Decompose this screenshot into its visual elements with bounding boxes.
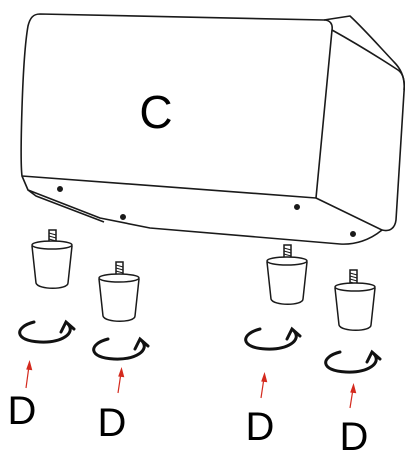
foot-1 <box>31 229 73 289</box>
cabinet-top-edge <box>323 15 405 91</box>
up-arrow-icon <box>349 382 357 409</box>
cabinet-label: C <box>139 86 172 138</box>
foot-label: D <box>8 389 37 433</box>
foot-top <box>266 256 308 266</box>
foot-screw-thread <box>283 247 292 260</box>
foot-screw-thread <box>349 272 358 285</box>
up-arrow-icon <box>25 359 33 389</box>
clockwise-rotation-icon <box>324 349 382 374</box>
foot-2 <box>98 261 140 322</box>
foot-top <box>98 273 140 283</box>
mounting-hole <box>293 204 300 211</box>
foot-top <box>31 240 73 250</box>
foot-screw-thread <box>115 264 124 277</box>
mounting-hole <box>56 186 63 193</box>
foot-3 <box>266 244 308 305</box>
mounting-hole <box>349 231 356 238</box>
foot-label: D <box>98 401 127 445</box>
clockwise-rotation-icon <box>244 326 302 351</box>
foot-label: D <box>246 405 275 449</box>
up-arrow-icon <box>117 366 125 394</box>
mounting-hole <box>120 214 127 221</box>
foot-top <box>334 282 376 292</box>
cabinet-bottom-edge <box>27 189 105 223</box>
cabinet-right-face <box>331 29 405 232</box>
cabinet-front-face <box>20 13 333 199</box>
up-arrow-icon <box>260 371 268 399</box>
cabinet-bottom-face <box>21 175 383 245</box>
clockwise-rotation-icon <box>92 336 150 361</box>
foot-4 <box>334 269 376 331</box>
cabinet-body <box>20 13 405 245</box>
foot-label: D <box>340 415 369 454</box>
foot-screw-thread <box>48 232 57 245</box>
clockwise-rotation-icon <box>18 319 76 344</box>
